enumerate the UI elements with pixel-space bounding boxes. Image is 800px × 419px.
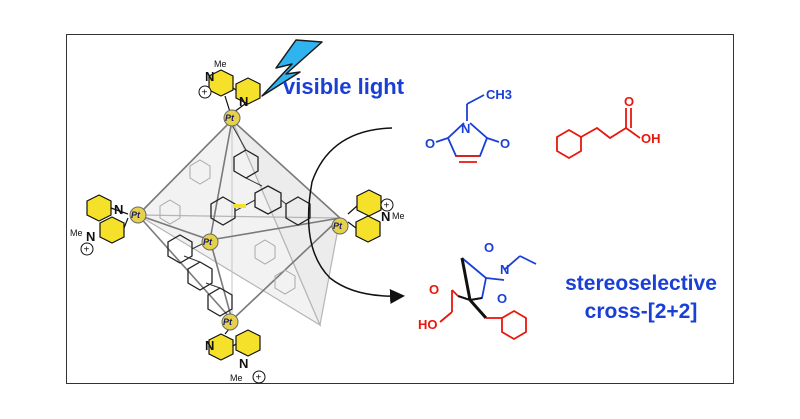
maleimide-n: N (461, 121, 470, 136)
maleimide-o-left: O (425, 136, 435, 151)
product-n: N (500, 262, 509, 277)
plus-left: + (84, 245, 90, 256)
pt-complex-bottom: N N Me + (205, 327, 266, 384)
cinnamic-oh: OH (641, 131, 661, 146)
pyridinium-n-right: N (381, 209, 390, 224)
pt-atoms: Pt Pt Pt Pt Pt (129, 109, 349, 331)
methyl-left: Me (70, 228, 83, 238)
product-ho: HO (418, 317, 438, 332)
pt-complex-right: N Me + (347, 189, 405, 243)
product-o-acid: O (429, 282, 439, 297)
pt-label-right: Pt (333, 221, 343, 231)
cinnamic-acid-structure: O OH (556, 94, 661, 160)
pt-label-bottom: Pt (223, 317, 233, 327)
pt-label-front: Pt (203, 237, 213, 247)
pyridinium-n-bottom: N (239, 356, 248, 371)
cross-2-2-label: cross-[2+2] (585, 300, 698, 323)
methyl-top: Me (214, 59, 227, 69)
pyridine-n-left: N (114, 202, 123, 217)
plus-top: + (202, 88, 208, 99)
cinnamic-o: O (624, 94, 634, 109)
methyl-bottom: Me (230, 373, 243, 383)
maleimide-ch3: CH3 (486, 87, 512, 102)
pt-label-top: Pt (225, 113, 235, 123)
reaction-arrow (307, 127, 405, 305)
visible-light-label: visible light (283, 74, 405, 99)
pyridine-n-bottom: N (205, 338, 214, 353)
methyl-right: Me (392, 211, 405, 221)
cycloadduct-structure: N O O O HO (418, 240, 537, 341)
product-o-top: O (484, 240, 494, 255)
pt-complex-left: N N Me + (70, 194, 129, 256)
pt-label-left: Pt (131, 210, 141, 220)
plus-bottom: + (256, 373, 262, 384)
pt-complex-top: N N Me + (198, 59, 261, 113)
pyridine-n-top: N (239, 94, 248, 109)
pyridinium-n-left: N (86, 229, 95, 244)
plus-right: + (384, 201, 390, 212)
octahedral-cage (137, 118, 341, 328)
product-o-right: O (497, 291, 507, 306)
lightning-bolt-icon (261, 39, 323, 97)
pyridinium-n-top: N (205, 69, 214, 84)
maleimide-o-right: O (500, 136, 510, 151)
stereoselective-label: stereoselective (565, 272, 717, 295)
n-ethylmaleimide-structure: N O O CH3 (425, 87, 512, 163)
